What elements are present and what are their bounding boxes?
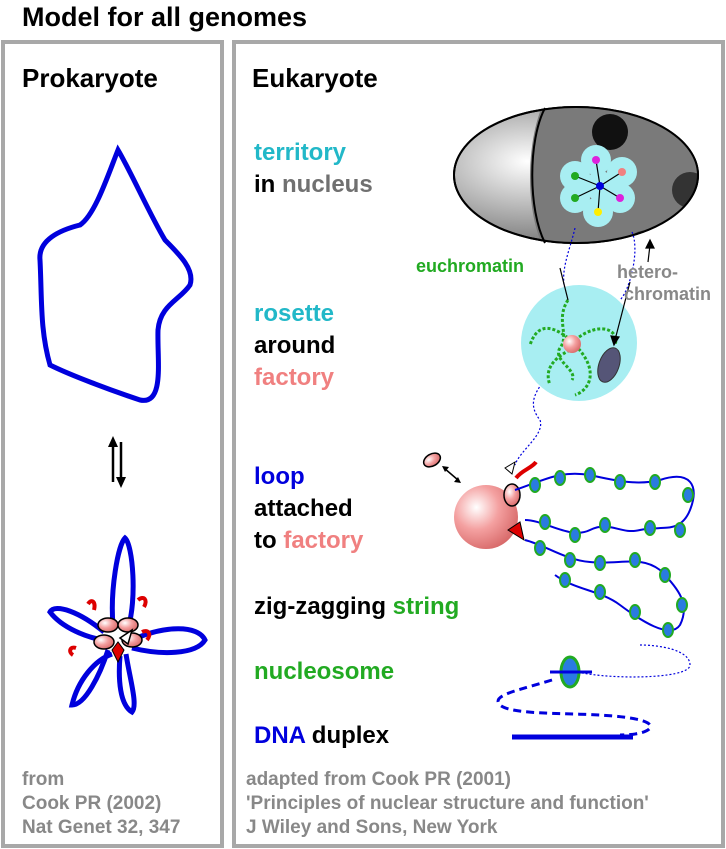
label-duplex: duplex <box>311 722 390 749</box>
label-to-factory: to factory <box>254 525 363 557</box>
prokaryote-citation-line-3: Nat Genet 32, 347 <box>22 817 181 838</box>
annotation-arrows <box>559 238 655 347</box>
label-zigzagging-string: zig-zagging string <box>254 591 459 623</box>
label-to: to <box>254 527 277 554</box>
label-factory-1: factory <box>254 364 335 391</box>
annotation-chromatin: chromatin <box>624 284 712 304</box>
prokaryote-circular-genome <box>37 144 194 403</box>
prokaryote-heading: Prokaryote <box>22 63 158 93</box>
label-factory-2: factory <box>283 527 364 554</box>
label-around: around <box>254 332 336 359</box>
eukaryote-panel <box>232 40 725 848</box>
page-title: Model for all genomes <box>22 2 308 32</box>
label-string: string <box>392 593 460 620</box>
single-nucleosome <box>496 655 652 737</box>
label-dna-duplex: DNA duplex <box>254 720 389 752</box>
eukaryote-citation-line-2: 'Principles of nuclear structure and fun… <box>246 793 649 814</box>
loop-factory <box>422 452 538 549</box>
prokaryote-citation: from Cook PR (2002) Nat Genet 32, 347 <box>22 768 180 840</box>
annotation-hetero: hetero- <box>617 262 679 282</box>
prokaryote-factory <box>68 596 152 664</box>
chromosome-territory <box>560 145 637 227</box>
equilibrium-arrows <box>108 436 126 488</box>
label-dna: DNA <box>254 722 306 749</box>
label-zigzagging: zig-zagging <box>254 593 386 620</box>
prokaryote-citation-line-2: Cook PR (2002) <box>22 793 162 814</box>
prokaryote-panel <box>1 40 224 848</box>
label-loop: loop <box>254 463 305 490</box>
label-attached: attached <box>254 495 353 522</box>
annotation-euchromatin: euchromatin <box>416 256 525 276</box>
eukaryote-citation: adapted from Cook PR (2001) 'Principles … <box>246 768 649 840</box>
label-territory: territory <box>254 139 347 166</box>
label-in: in <box>254 171 276 198</box>
label-nucleus: nucleus <box>282 171 373 198</box>
eukaryote-heading: Eukaryote <box>252 63 378 93</box>
rosette <box>521 285 637 401</box>
prokaryote-rosette <box>47 534 208 716</box>
label-nucleosome: nucleosome <box>254 658 395 685</box>
prokaryote-citation-line-1: from <box>22 769 65 790</box>
eukaryote-citation-line-3: J Wiley and Sons, New York <box>246 817 498 838</box>
nucleosome-beads <box>529 467 694 638</box>
label-rosette: rosette <box>254 300 335 327</box>
label-in-nucleus: in nucleus <box>254 169 373 201</box>
eukaryote-citation-line-1: adapted from Cook PR (2001) <box>246 769 511 790</box>
